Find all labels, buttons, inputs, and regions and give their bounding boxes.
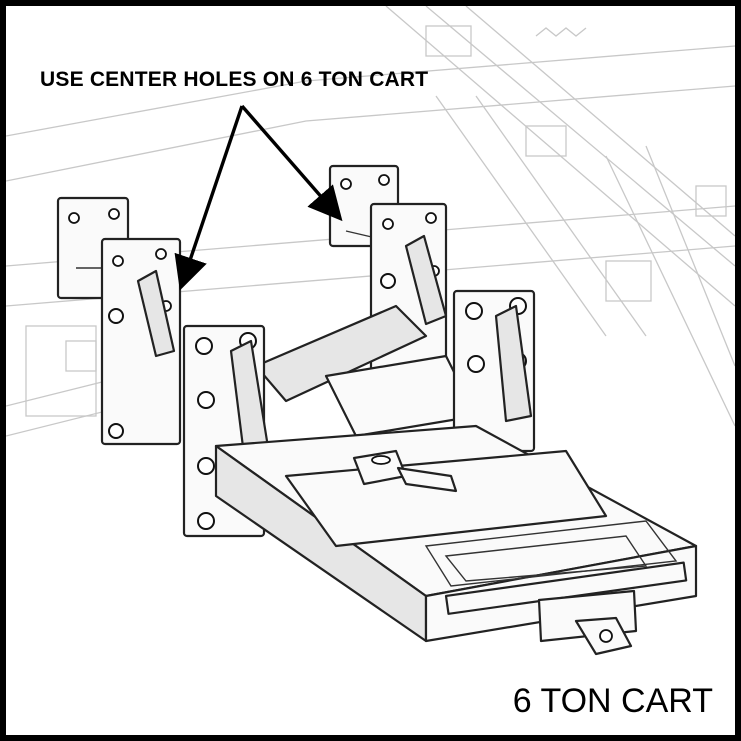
cart-technical-drawing [6, 6, 735, 656]
figure-caption: 6 TON CART [512, 682, 713, 720]
hitch-tongue [537, 589, 638, 656]
arrow-to-right-center-hole [240, 104, 343, 222]
cross-tube [254, 304, 428, 403]
callout-arrows [174, 104, 343, 291]
callout-label: USE CENTER HOLES ON 6 TON CART [40, 68, 429, 91]
deck-latch [352, 449, 458, 493]
cart-base-frame [214, 424, 698, 643]
front-left-mount-plate [100, 237, 182, 446]
arrow-to-left-center-hole [174, 105, 244, 291]
right-front-upright [452, 289, 536, 453]
